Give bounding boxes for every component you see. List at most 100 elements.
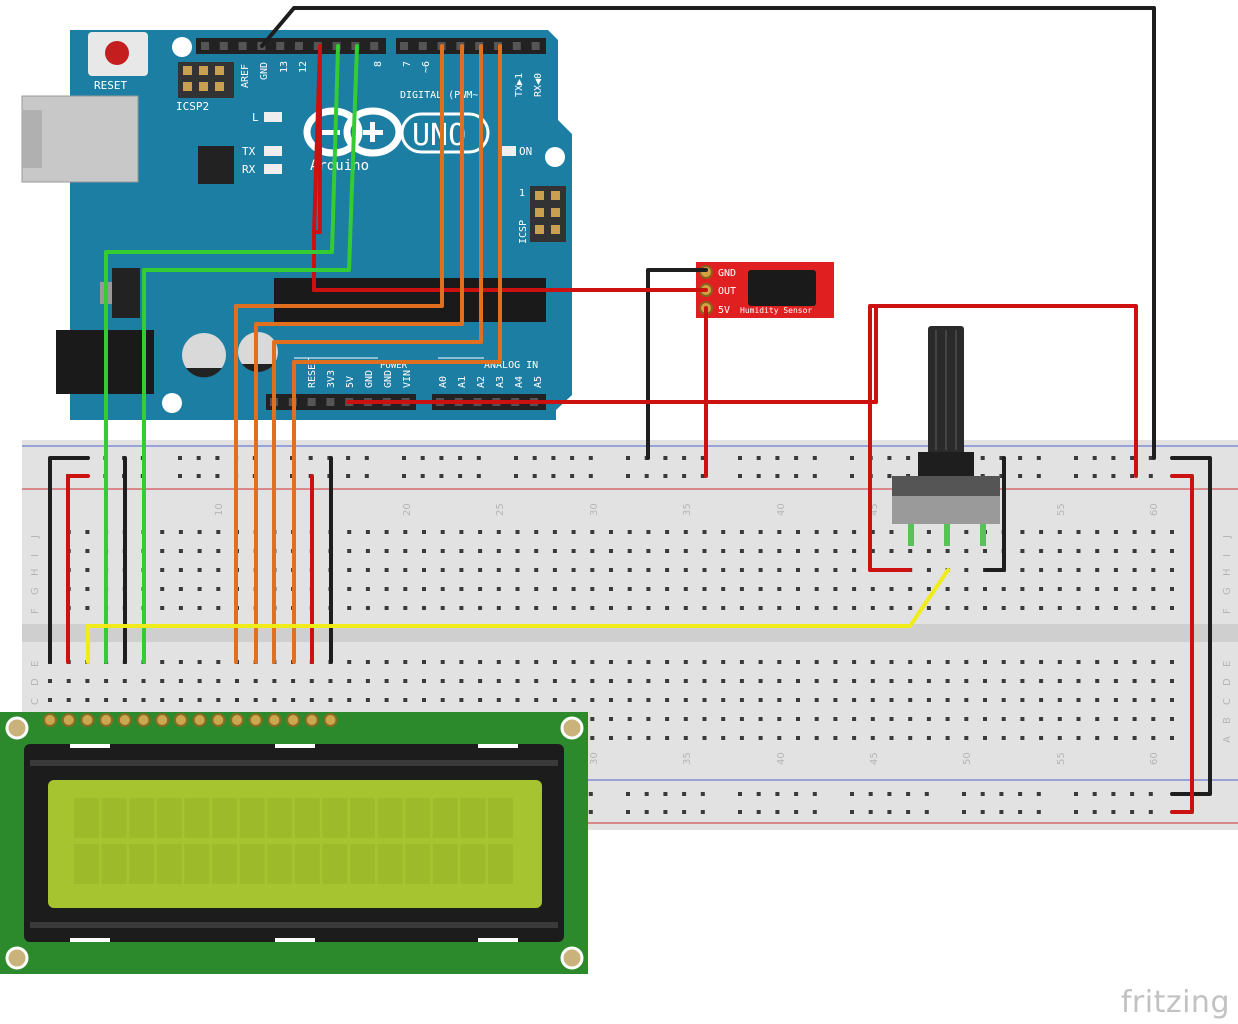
breadboard-hole: [1076, 698, 1081, 702]
breadboard-hole: [983, 698, 987, 702]
breadboard-hole: [1095, 549, 1100, 553]
breadboard-hole: [403, 530, 408, 534]
breadboard-hole: [515, 568, 520, 572]
breadboard-hole: [590, 698, 595, 702]
breadboard-hole: [104, 698, 109, 702]
breadboard-hole: [833, 606, 838, 610]
breadboard-hole: [1132, 606, 1137, 610]
breadboard-hole: [945, 717, 950, 721]
led-on: [502, 146, 516, 156]
breadboard-hole: [1057, 717, 1062, 721]
col-num: 30: [589, 503, 600, 516]
rail-hole: [626, 456, 630, 460]
breadboard-hole: [478, 568, 483, 572]
breadboard-hole: [1076, 549, 1081, 553]
breadboard-hole: [870, 660, 875, 664]
rail-hole: [588, 810, 593, 814]
breadboard-hole: [178, 587, 183, 591]
breadboard-hole: [422, 587, 426, 591]
rail-hole: [476, 456, 481, 460]
breadboard-hole: [459, 660, 464, 664]
breadboard-hole: [328, 679, 333, 683]
lcd-pin: [304, 713, 319, 727]
breadboard-hole: [1020, 736, 1025, 740]
breadboard-hole: [478, 698, 483, 702]
breadboard-hole: [964, 587, 969, 591]
breadboard-hole: [1057, 660, 1062, 664]
breadboard-hole: [1057, 530, 1062, 534]
breadboard-hole: [160, 660, 165, 664]
breadboard-hole: [627, 606, 632, 610]
lcd-char-cell: [350, 844, 375, 884]
breadboard-hole: [739, 660, 744, 664]
pin-label-gnd: GND: [259, 62, 270, 80]
row-letter: J: [30, 535, 41, 539]
breadboard-hole: [515, 587, 520, 591]
wires: [48, 6, 1212, 814]
lcd-char-cell: [129, 844, 155, 884]
rail-hole: [682, 810, 687, 814]
breadboard-hole: [609, 568, 613, 572]
breadboard-hole: [197, 698, 202, 702]
breadboard-hole: [665, 736, 670, 740]
breadboard-hole: [665, 530, 670, 534]
row-letter: C: [30, 698, 41, 705]
breadboard-hole: [197, 568, 202, 572]
breadboard-hole: [552, 530, 557, 534]
breadboard-hole: [1170, 587, 1174, 591]
rail-hole: [626, 810, 630, 814]
rail-hole: [999, 474, 1004, 478]
rail-hole: [756, 456, 761, 460]
breadboard-hole: [496, 679, 501, 683]
rail-hole: [962, 810, 966, 814]
breadboard-hole: [515, 530, 520, 534]
breadboard-hole: [403, 549, 408, 553]
led-rx-label: RX: [242, 163, 256, 176]
col-num: 60: [1149, 752, 1160, 765]
breadboard-hole: [496, 587, 501, 591]
breadboard-hole: [627, 549, 632, 553]
col-num: 40: [776, 503, 787, 516]
breadboard-hole: [646, 717, 651, 721]
col-num: 40: [776, 752, 787, 765]
breadboard-hole: [571, 606, 576, 610]
breadboard-hole: [1076, 606, 1081, 610]
breadboard-hole: [422, 606, 426, 610]
breadboard-hole: [1076, 736, 1081, 740]
breadboard-hole: [870, 606, 875, 610]
breadboard-hole: [814, 549, 819, 553]
breadboard-hole: [197, 549, 202, 553]
rail-hole: [476, 474, 481, 478]
rail-hole: [738, 792, 742, 796]
breadboard-hole: [104, 679, 109, 683]
row-letter: H: [30, 568, 41, 576]
breadboard-hole: [440, 698, 445, 702]
breadboard-hole: [459, 606, 464, 610]
breadboard-hole: [609, 698, 613, 702]
rail-hole: [924, 810, 929, 814]
breadboard-hole: [178, 606, 183, 610]
breadboard-hole: [665, 698, 670, 702]
rail-hole: [532, 456, 537, 460]
breadboard-hole: [347, 679, 352, 683]
breadboard-hole: [1151, 587, 1156, 591]
breadboard-hole: [758, 587, 763, 591]
breadboard-hole: [422, 549, 426, 553]
breadboard-hole: [440, 549, 445, 553]
breadboard-hole: [1001, 698, 1006, 702]
breadboard-hole: [1095, 679, 1100, 683]
lcd-pin: [267, 713, 282, 727]
rail-hole: [626, 792, 630, 796]
breadboard-hole: [852, 606, 857, 610]
wire-red: [1170, 474, 1194, 814]
row-letter: F: [1222, 608, 1233, 614]
breadboard-hole: [496, 530, 501, 534]
breadboard-hole: [571, 660, 576, 664]
lcd-char-cell: [432, 798, 458, 838]
breadboard-hole: [908, 549, 913, 553]
rail-hole: [794, 792, 799, 796]
breadboard-hole: [272, 679, 277, 683]
breadboard-hole: [1113, 549, 1118, 553]
breadboard-hole: [160, 530, 165, 534]
breadboard-hole: [758, 736, 763, 740]
